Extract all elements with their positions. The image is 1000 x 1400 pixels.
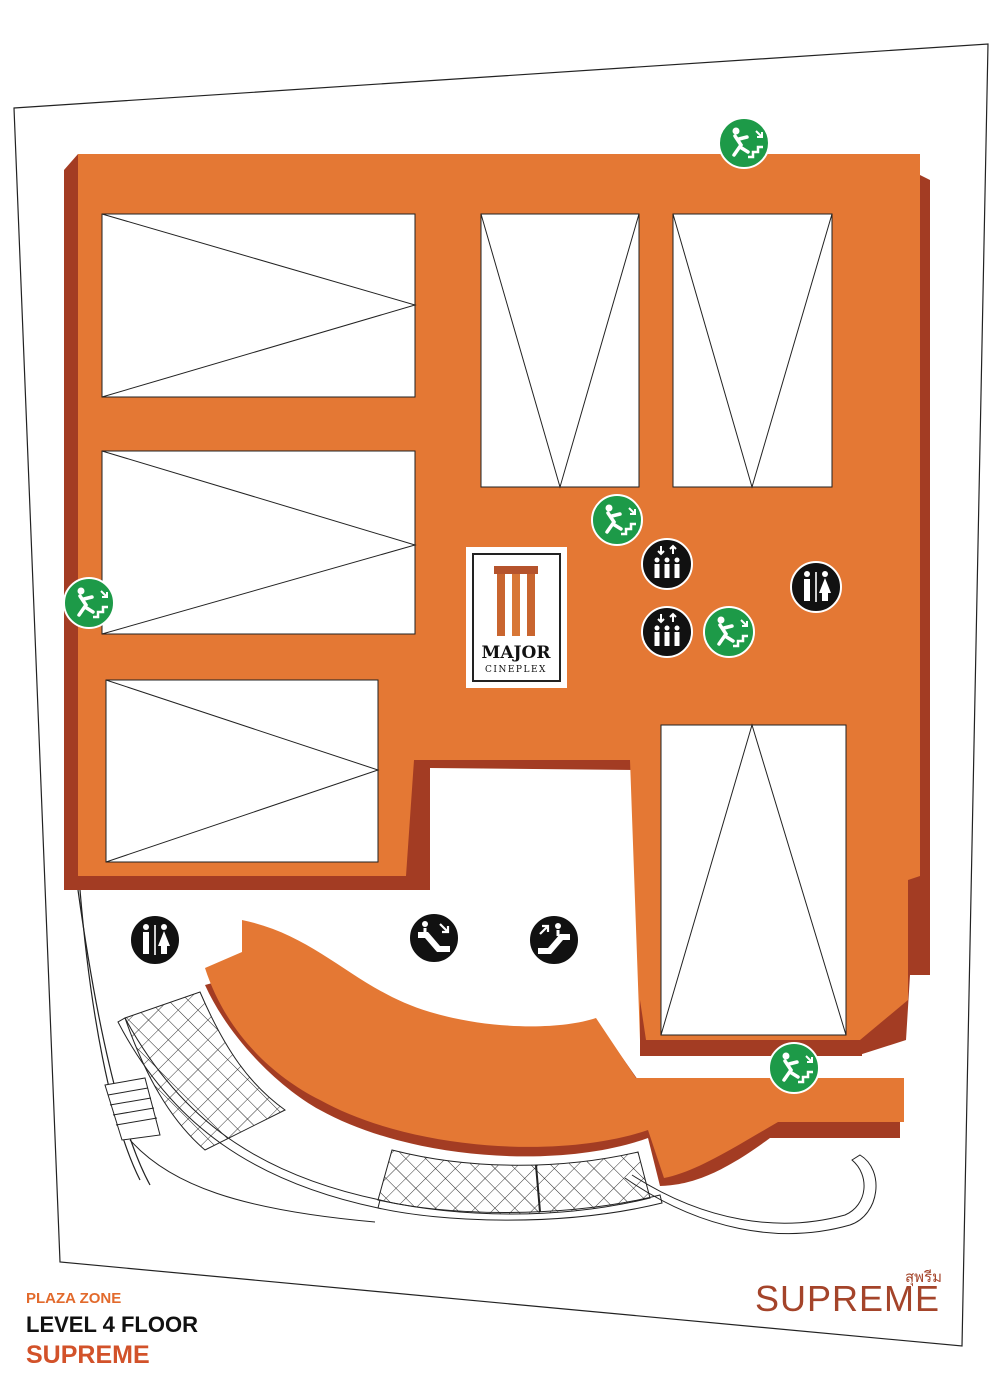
elevator-marker-lower[interactable] (641, 606, 693, 658)
store-unit-3 (105, 679, 380, 863)
skylight-left (124, 991, 286, 1151)
store-unit-1 (101, 213, 417, 398)
escalator-up-marker[interactable] (527, 913, 581, 967)
store-units (101, 213, 847, 1036)
restroom-marker-core[interactable] (790, 561, 842, 613)
anchor-name-line2: CINEPLEX (485, 665, 547, 675)
floor-name: SUPREME (26, 1341, 150, 1369)
major-cineplex-anchor[interactable]: MAJOR CINEPLEX (466, 547, 567, 688)
major-cineplex-logo-icon (494, 566, 538, 636)
skylight-right (377, 1149, 651, 1215)
restroom-marker-south[interactable] (129, 914, 181, 966)
fire-exit-marker-bottom[interactable] (767, 1041, 821, 1095)
fire-exit-marker-center[interactable] (590, 493, 644, 547)
fire-exit-marker-top[interactable] (717, 116, 771, 170)
store-unit-5 (672, 213, 833, 489)
store-unit-2 (101, 450, 417, 635)
level-label: LEVEL 4 FLOOR (26, 1312, 198, 1337)
brand-name: SUPREME (755, 1278, 941, 1319)
curved-corridor (205, 920, 904, 1186)
fire-exit-marker-left[interactable] (62, 576, 116, 630)
escalator-down-marker[interactable] (407, 911, 461, 965)
fire-exit-marker-core[interactable] (702, 605, 756, 659)
curved-facade (77, 889, 877, 1234)
brand-thai-name: สุพรีม (905, 1268, 942, 1286)
store-unit-4 (480, 213, 640, 489)
elevator-marker-upper[interactable] (641, 538, 693, 590)
zone-label: PLAZA ZONE (26, 1290, 122, 1307)
anchor-name-line1: MAJOR (482, 643, 552, 663)
store-unit-6 (660, 723, 847, 1036)
